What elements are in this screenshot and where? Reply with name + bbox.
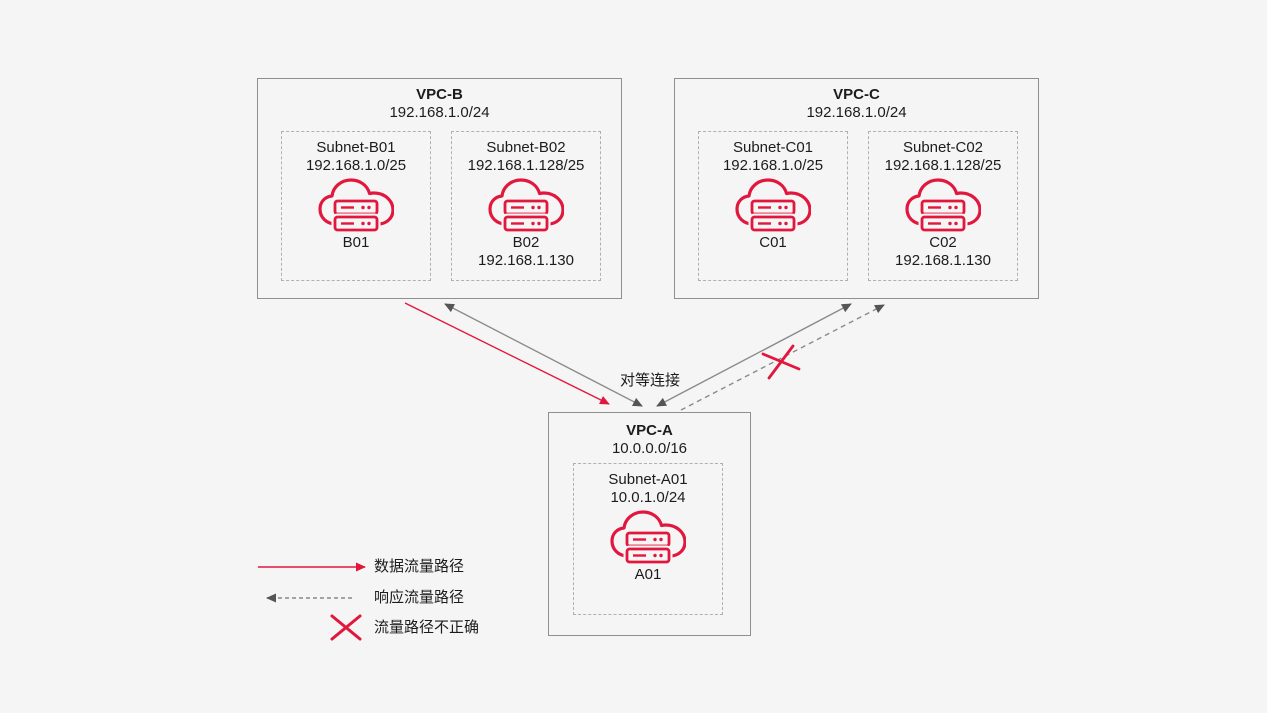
peering-line-c-a [656, 303, 852, 407]
data-path-arrow-icon [258, 562, 366, 572]
instance-ip-c02: 192.168.1.130 [895, 252, 991, 269]
subnet-c02-name: Subnet-C02 [902, 139, 984, 156]
subnet-box-b02: Subnet-B02 192.168.1.128/25 [451, 131, 601, 281]
cloud-server-icon [282, 178, 430, 234]
cloud-server-icon [452, 178, 600, 234]
legend-label-response-path: 响应流量路径 [374, 589, 465, 606]
legend-label-data-path: 数据流量路径 [374, 558, 465, 575]
vpc-a-title: VPC-A [626, 422, 673, 439]
subnet-a01-name: Subnet-A01 [608, 471, 688, 488]
cloud-server-icon [574, 510, 722, 566]
peering-line-b-a [444, 303, 643, 407]
subnet-box-c02: Subnet-C02 192.168.1.128/25 [868, 131, 1018, 281]
subnet-c01-name: Subnet-C01 [732, 139, 814, 156]
cloud-server-icon [869, 178, 1017, 234]
subnet-box-a01: Subnet-A01 10.0.1.0/24 [573, 463, 723, 615]
legend-row-incorrect-path: 流量路径不正确 [256, 613, 479, 643]
subnet-box-c01: Subnet-C01 192.168.1.0/25 [698, 131, 848, 281]
vpc-c-cidr: 192.168.1.0/24 [806, 104, 907, 121]
vpc-b-header: VPC-B 192.168.1.0/24 [258, 79, 621, 122]
vpc-c-title: VPC-C [833, 86, 880, 103]
subnet-c02-cidr: 192.168.1.128/25 [884, 157, 1002, 174]
subnet-b02-cidr: 192.168.1.128/25 [467, 157, 585, 174]
subnet-a01-cidr: 10.0.1.0/24 [610, 489, 686, 506]
incorrect-path-x-icon [761, 344, 801, 380]
peering-connection-label: 对等连接 [620, 372, 681, 389]
vpc-c-header: VPC-C 192.168.1.0/24 [675, 79, 1038, 122]
response-path-arrow-icon [266, 593, 352, 603]
response-path-arrow-a-to-c [680, 304, 885, 411]
vpc-b-title: VPC-B [416, 86, 463, 103]
subnet-b01-cidr: 192.168.1.0/25 [305, 157, 407, 174]
cloud-server-icon [699, 178, 847, 234]
vpc-box-c: VPC-C 192.168.1.0/24 Subnet-C01 192.168.… [674, 78, 1039, 299]
legend-label-incorrect-path: 流量路径不正确 [374, 619, 480, 636]
subnet-c01-cidr: 192.168.1.0/25 [722, 157, 824, 174]
vpc-a-cidr: 10.0.0.0/16 [611, 440, 688, 457]
subnet-box-b01: Subnet-B01 192.168.1.0/25 [281, 131, 431, 281]
data-path-arrow-b-to-a [404, 302, 610, 405]
vpc-box-b: VPC-B 192.168.1.0/24 Subnet-B01 192.168.… [257, 78, 622, 299]
instance-label-b02: B02 [512, 234, 540, 251]
vpc-b-cidr: 192.168.1.0/24 [389, 104, 490, 121]
subnet-b02-name: Subnet-B02 [486, 139, 566, 156]
legend-row-data-path: 数据流量路径 [256, 557, 464, 577]
subnet-b01-name: Subnet-B01 [316, 139, 396, 156]
instance-label-a01: A01 [634, 566, 662, 583]
incorrect-path-x-icon [330, 614, 362, 641]
instance-label-c01: C01 [759, 234, 787, 251]
vpc-a-header: VPC-A 10.0.0.0/16 [549, 413, 750, 458]
vpc-box-a: VPC-A 10.0.0.0/16 Subnet-A01 10.0.1.0/24 [548, 412, 751, 636]
instance-label-c02: C02 [929, 234, 957, 251]
instance-label-b01: B01 [342, 234, 370, 251]
instance-ip-b02: 192.168.1.130 [478, 252, 574, 269]
legend-row-response-path: 响应流量路径 [256, 588, 464, 608]
